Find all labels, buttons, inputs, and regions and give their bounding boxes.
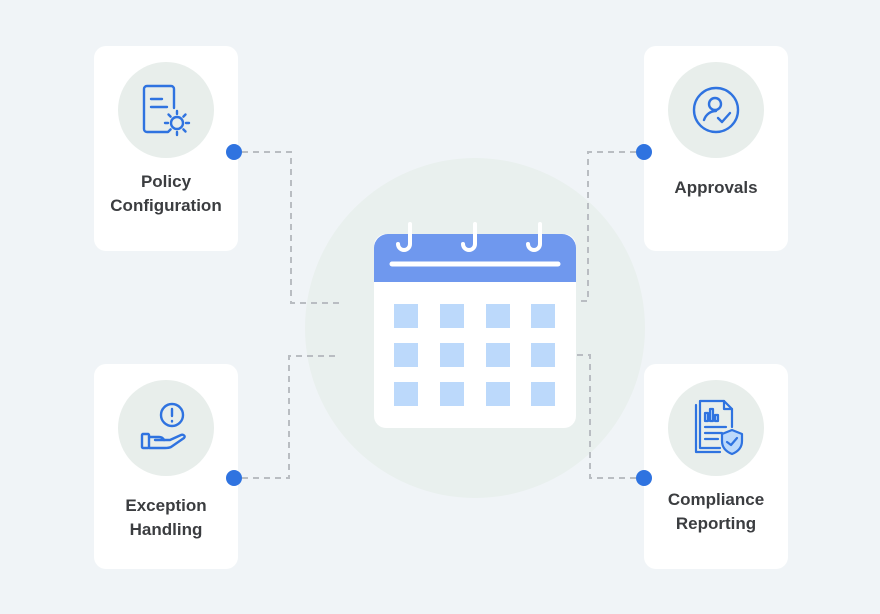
- compliance-connector-dot: [636, 470, 652, 486]
- connector-policy: [242, 151, 340, 304]
- compliance-label-line1: Compliance: [667, 490, 765, 509]
- policy-configuration-card: Policy Configuration: [94, 46, 238, 251]
- document-settings-icon: [142, 84, 191, 137]
- policy-label-line2: Configuration: [110, 196, 222, 215]
- approvals-icon-circle: [668, 62, 764, 158]
- calendar-icon: [374, 222, 576, 428]
- exception-icon-circle: [118, 380, 214, 476]
- policy-icon-circle: [118, 62, 214, 158]
- exception-label-line1: Exception: [125, 496, 207, 515]
- exception-label-line2: Handling: [129, 520, 203, 539]
- policy-label-line1: Policy: [140, 172, 192, 191]
- exception-handling-card: Exception Handling: [94, 364, 238, 569]
- exception-connector-dot: [226, 470, 242, 486]
- connector-exception: [242, 355, 337, 479]
- compliance-reporting-card: Compliance Reporting: [644, 364, 788, 569]
- connector-compliance: [541, 354, 636, 479]
- user-check-icon: [692, 86, 740, 134]
- policy-connector-dot: [226, 144, 242, 160]
- approvals-card: Approvals: [644, 46, 788, 251]
- report-shield-icon: [694, 399, 744, 456]
- approvals-label: Approvals: [674, 178, 758, 197]
- approvals-connector-dot: [636, 144, 652, 160]
- hand-alert-icon: [140, 402, 186, 450]
- compliance-icon-circle: [668, 380, 764, 476]
- compliance-label-line2: Reporting: [675, 514, 757, 533]
